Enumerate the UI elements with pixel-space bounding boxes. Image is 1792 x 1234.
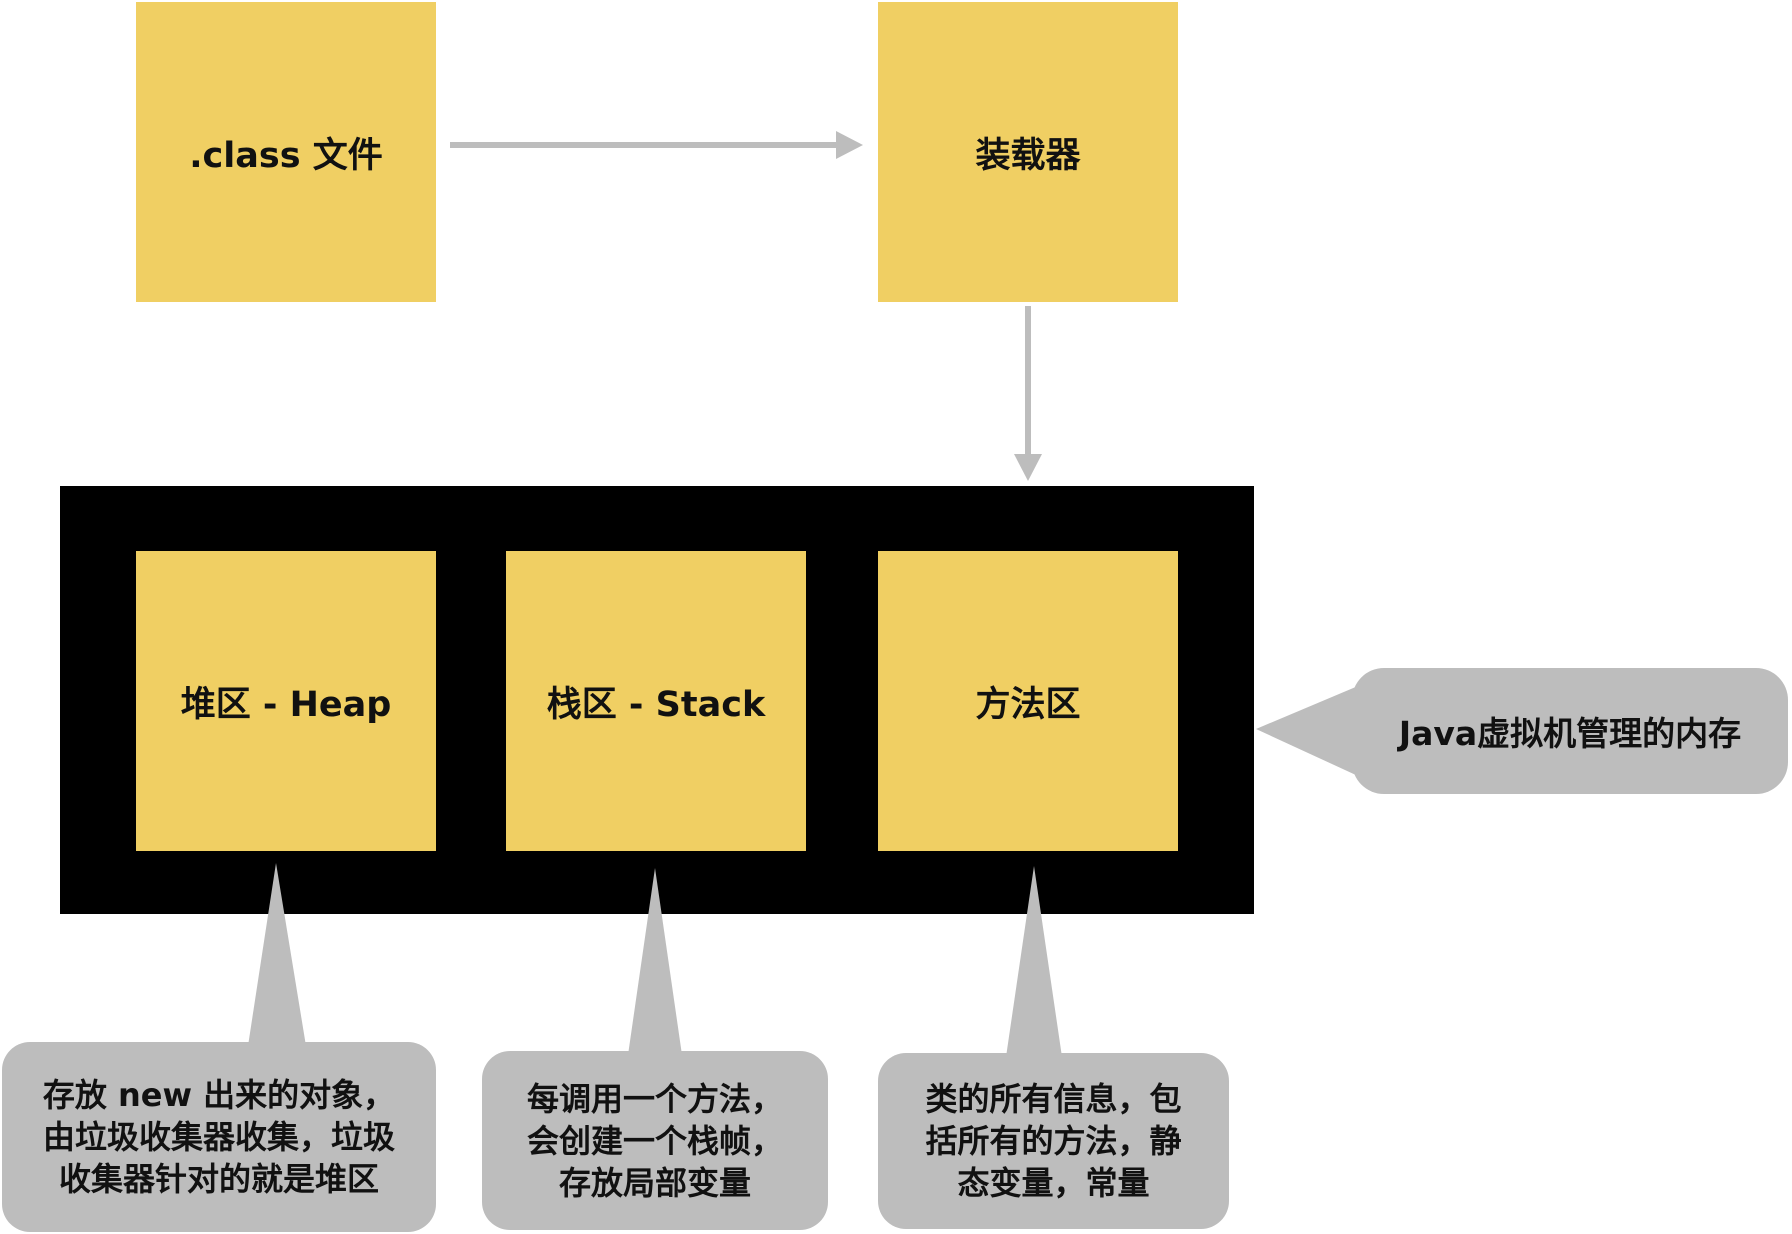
callout-jvm-memory-text: Java虚拟机管理的内存 [1398,714,1742,753]
loader-label: 装载器 [975,135,1081,176]
arrow-head-class-to-loader [836,131,863,159]
callout-stack: 每调用一个方法， 会创建一个栈帧， 存放局部变量 [482,1051,828,1230]
callout-heap-line-2: 由垃圾收集器收集，垃圾 [42,1118,395,1156]
arrow-head-loader-to-method [1014,454,1042,481]
callout-stack-shape [482,868,828,1230]
callout-stack-line-1: 每调用一个方法， [526,1079,783,1118]
callout-stack-line-2: 会创建一个栈帧， [526,1121,783,1160]
callout-heap-line-3: 收集器针对的就是堆区 [58,1160,379,1198]
method-area-label: 方法区 [975,684,1081,725]
callout-jvm-memory-shape [1256,668,1788,794]
class-file-node: .class 文件 [136,2,436,302]
stack-node: 栈区 - Stack [506,551,806,851]
callout-method-line-3: 态变量，常量 [957,1164,1150,1202]
callout-heap-shape [2,863,436,1232]
callout-method-line-2: 括所有的方法，静 [925,1122,1182,1160]
callout-method-line-1: 类的所有信息，包 [925,1080,1182,1118]
heap-node: 堆区 - Heap [136,551,436,851]
callout-heap-line-1: 存放 new 出来的对象， [42,1076,396,1114]
callout-jvm-memory: Java虚拟机管理的内存 [1352,668,1788,794]
method-area-node: 方法区 [878,551,1178,851]
stack-label: 栈区 - Stack [546,684,766,725]
callout-stack-line-3: 存放局部变量 [558,1163,751,1202]
heap-label: 堆区 - Heap [180,684,392,725]
callout-method-shape [878,866,1229,1229]
loader-node: 装载器 [878,2,1178,302]
class-file-label: .class 文件 [189,135,383,176]
callout-method: 类的所有信息，包 括所有的方法，静 态变量，常量 [878,1053,1229,1229]
callout-heap: 存放 new 出来的对象， 由垃圾收集器收集，垃圾 收集器针对的就是堆区 [2,1042,436,1232]
